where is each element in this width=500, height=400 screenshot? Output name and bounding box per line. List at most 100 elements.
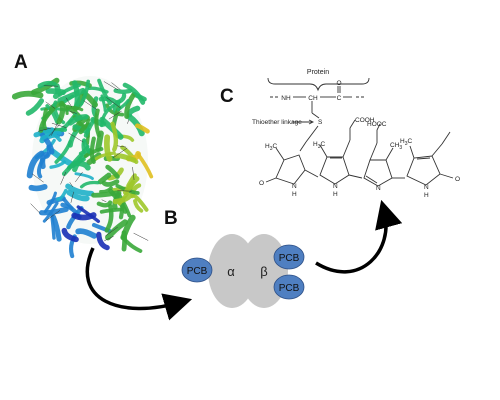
ribbon-helix	[65, 183, 95, 197]
hydrogen-ring-b: H	[333, 191, 338, 198]
pcb-chromophore-alpha	[181, 257, 213, 283]
ribbon-loop	[103, 81, 119, 91]
ribbon-loop	[132, 166, 135, 181]
ribbon-helix	[74, 172, 94, 180]
protein-label: Protein	[307, 69, 329, 76]
ribbon-loop	[83, 100, 98, 110]
alpha-label: α	[227, 264, 235, 279]
panel-label-c: C	[220, 86, 234, 107]
ribbon-loop	[45, 101, 56, 109]
ring-c-propionate-3	[376, 123, 381, 131]
ribbon-loop	[60, 171, 67, 185]
ribbon-helix	[91, 190, 119, 198]
ribbon-helix	[39, 206, 69, 216]
ribbon-helix	[61, 227, 79, 243]
ribbon-helix	[83, 117, 97, 138]
ribbon-helix	[66, 206, 84, 230]
ribbon-helix	[134, 123, 150, 134]
ribbon-loop	[50, 122, 58, 136]
ribbon-loop	[70, 191, 74, 203]
ribbon-helix	[96, 231, 110, 251]
ribbon-loop	[45, 210, 61, 221]
pcb-label-beta-1: PCB	[279, 253, 300, 264]
ribbon-loop	[68, 132, 84, 143]
ribbon-helix	[122, 82, 146, 105]
ribbon-helix	[99, 186, 113, 194]
ribbon-helix	[75, 228, 98, 239]
ring-c-double	[365, 175, 378, 184]
ribbon-loop	[112, 147, 128, 159]
s-ring-a-bond	[305, 125, 319, 143]
ribbon-helix	[94, 108, 101, 138]
ribbon-loop	[117, 190, 132, 192]
ribbon-loop	[104, 236, 114, 242]
ribbon-helix	[81, 138, 92, 154]
ribbon-helix	[33, 127, 55, 138]
ribbon-loop	[117, 145, 127, 148]
ribbon-loop	[111, 82, 121, 90]
protein-ribbon-structure	[11, 76, 154, 259]
ribbon-helix	[104, 203, 114, 233]
ribbon-helix	[136, 153, 154, 179]
ring-d	[406, 155, 441, 186]
nitrogen-ring-c: N	[376, 185, 381, 192]
ribbon-helix	[121, 230, 128, 252]
ribbon-helix	[110, 121, 119, 152]
ribbon-helix	[117, 192, 132, 218]
beta-label: β	[260, 264, 267, 279]
ring-b-propionate-3	[349, 119, 356, 129]
ribbon-helix	[67, 114, 89, 126]
ring-c-methyl	[385, 147, 394, 161]
ribbon-helix	[72, 124, 89, 134]
backbone-c: C	[337, 95, 342, 102]
ribbon-helix	[40, 130, 62, 141]
ring-b-methyl	[319, 144, 328, 158]
ch2-s-bond	[311, 112, 320, 119]
ring-d-double	[416, 157, 431, 160]
ribbon-helix	[26, 150, 45, 179]
methyl-ring-a: H3C	[265, 143, 277, 152]
ring-a	[275, 154, 306, 185]
nitrogen-ring-d: N	[424, 184, 429, 191]
hydrogen-ring-d: H	[424, 192, 429, 199]
ribbon-helix	[113, 88, 133, 94]
ribbon-loop	[127, 119, 130, 124]
ribbon-helix	[79, 79, 91, 106]
ribbon-helix	[122, 176, 140, 196]
methyl-ring-b: H3C	[313, 141, 325, 150]
arrow-a-to-b	[85, 247, 193, 321]
pcb-chromophore-beta-1	[273, 244, 305, 270]
panel-label-a: A	[14, 52, 28, 73]
ribbon-helix	[49, 160, 66, 169]
ribbon-loop	[105, 226, 118, 237]
ribbon-helix	[101, 179, 120, 187]
ribbon-loop	[31, 173, 44, 183]
carboxyl-left: HOOC	[367, 121, 387, 128]
ring-d-ethyl-1	[431, 143, 443, 157]
ribbon-helix	[99, 103, 115, 128]
backbone-ch: CH	[308, 95, 318, 102]
ribbon-helix	[105, 219, 128, 241]
ribbon-helix	[76, 205, 100, 223]
protein-bracket	[267, 77, 370, 92]
ribbon-loop	[69, 182, 74, 188]
bridge-ab-1	[304, 169, 319, 178]
ribbon-helix	[97, 78, 112, 106]
ribbon-helix	[50, 214, 62, 242]
backbone-nh: NH	[281, 95, 291, 102]
ring-b-propionate-1	[342, 139, 351, 158]
ribbon-helix	[56, 188, 68, 201]
ring-d-carbonyl	[439, 173, 454, 179]
ribbon-helix	[97, 172, 112, 185]
ribbon-helix	[99, 207, 123, 214]
ribbon-helix	[104, 134, 113, 162]
ring-d-methyl	[409, 145, 415, 159]
structure-labels: Protein NH CH C O Thioether linkage S CO…	[252, 69, 460, 199]
ribbon-loop	[30, 203, 41, 214]
ribbon-helix	[95, 130, 104, 152]
methyl-ring-c: CH3	[390, 142, 402, 151]
ribbon-helix	[56, 100, 66, 125]
ribbon-helix	[89, 136, 96, 164]
